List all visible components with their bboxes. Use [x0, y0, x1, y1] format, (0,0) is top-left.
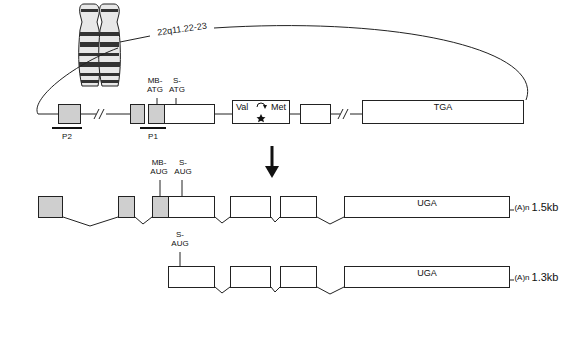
chromosome-band: 22q11.22-23	[147, 19, 218, 39]
transcript-size: 1.5kb	[531, 201, 559, 213]
transcript-1-3kb	[169, 252, 515, 294]
amino-acid-label: Met	[271, 102, 286, 112]
exon-box: TGA	[362, 100, 524, 124]
start-codon-label: S-AUG	[174, 158, 192, 176]
amino-acid-label: Val	[236, 102, 248, 112]
transcript-size: 1.3kb	[531, 271, 559, 283]
exon-box: UGA	[344, 266, 510, 288]
promoter-label: P2	[57, 132, 77, 141]
stop-codon-label: UGA	[417, 198, 437, 208]
start-codon-label: S-AUG	[171, 230, 189, 248]
chromosome	[79, 4, 121, 86]
promoter-label: P1	[143, 132, 163, 141]
promoter-bars	[52, 127, 166, 129]
start-codon-label: MB-AUG	[147, 158, 171, 176]
exon-boxes	[59, 98, 331, 124]
start-codon-label: MB-ATG	[145, 76, 165, 94]
stop-codon-label: UGA	[417, 268, 437, 278]
start-codon-label: S-ATG	[168, 76, 186, 94]
poly-a-tail: (A)n	[512, 273, 532, 282]
stop-codon-label: TGA	[434, 102, 453, 112]
exon-box: UGA	[344, 196, 510, 218]
down-arrow	[265, 146, 279, 178]
transcript-1-5kb	[39, 180, 515, 226]
poly-a-tail: (A)n	[512, 203, 532, 212]
polymorphism-symbol	[257, 103, 266, 122]
exon-box: Val Met	[232, 100, 290, 124]
